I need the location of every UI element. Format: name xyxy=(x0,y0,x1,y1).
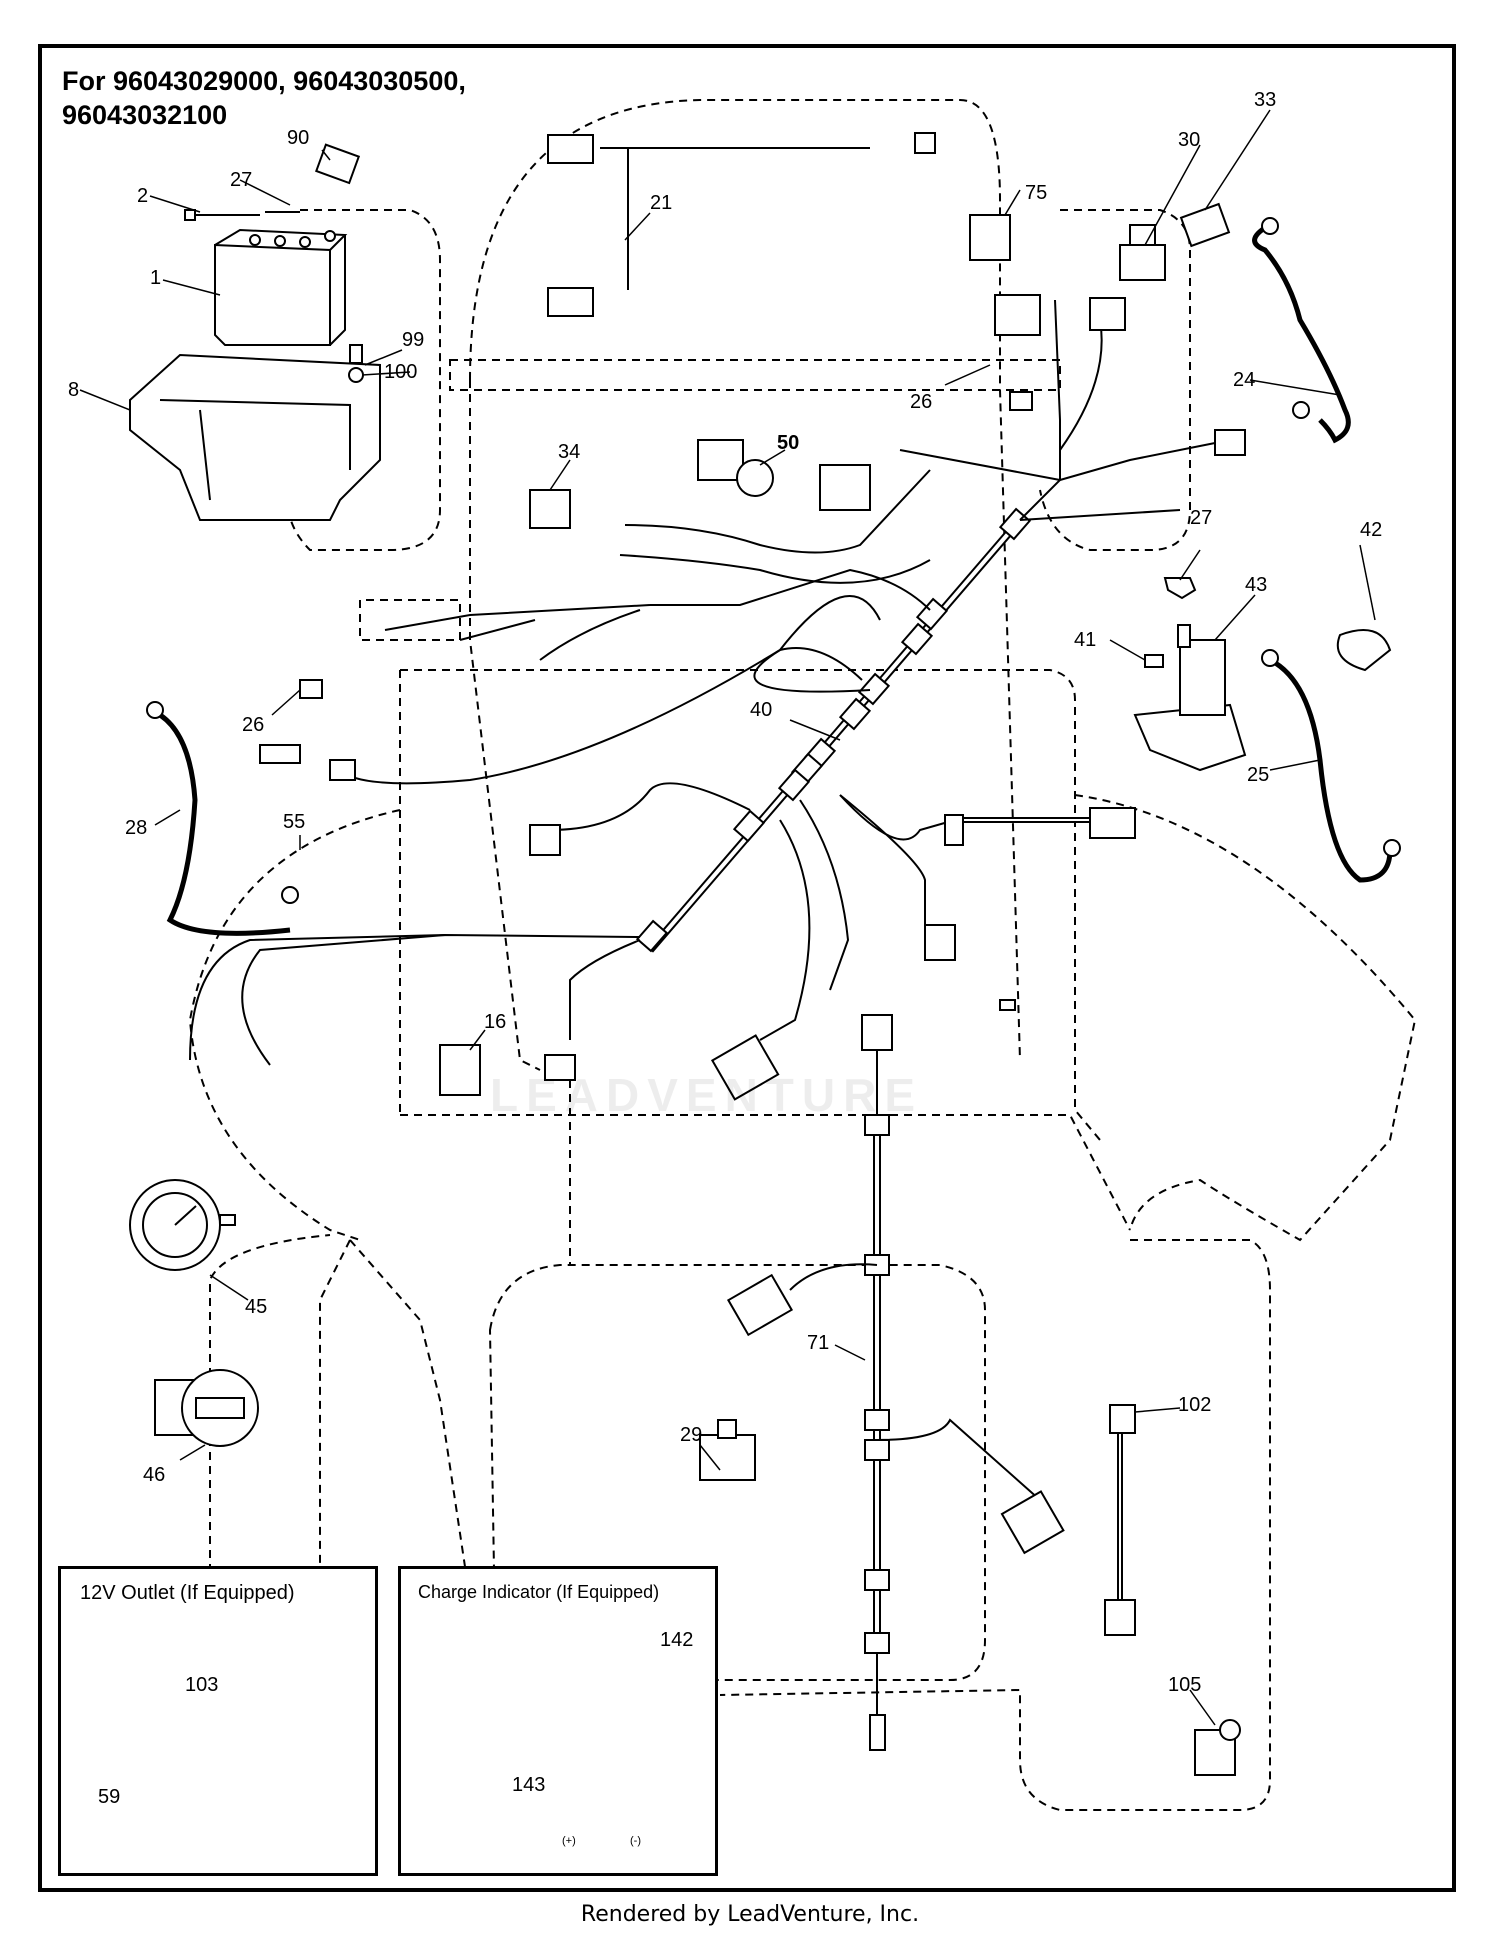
callout-103: 103 xyxy=(185,1674,219,1696)
ignition-switch-30 xyxy=(1119,244,1166,281)
starter-area-outline xyxy=(1039,209,1191,551)
ignition-relay-75 xyxy=(969,214,1011,261)
diagram-title: For 96043029000, 96043030500, 9604303210… xyxy=(62,66,466,130)
callout-26-lower: 26 xyxy=(242,714,265,736)
callout-105: 105 xyxy=(1168,1674,1202,1696)
polarity-plus: (+) xyxy=(562,1835,576,1847)
battery-cable-25 xyxy=(1268,657,1393,883)
callout-42: 42 xyxy=(1360,519,1383,541)
inset-charge-indicator xyxy=(398,1566,718,1876)
inset-12v-outlet-title: 12V Outlet (If Equipped) xyxy=(80,1582,295,1604)
relay-16 xyxy=(439,1044,481,1096)
callout-59: 59 xyxy=(98,1786,121,1808)
callout-41: 41 xyxy=(1074,629,1097,651)
battery-tray-8 xyxy=(129,353,381,521)
callout-34: 34 xyxy=(558,441,581,463)
callout-28: 28 xyxy=(125,817,148,839)
inset-12v-outlet xyxy=(58,1566,378,1876)
solenoid-105 xyxy=(1194,1729,1236,1776)
mid-frame-outline xyxy=(400,669,1101,1141)
right-fender-outline xyxy=(1074,794,1417,1242)
callout-142: 142 xyxy=(660,1629,694,1651)
callout-1: 1 xyxy=(150,267,162,289)
battery-cover-90 xyxy=(315,143,361,185)
callout-29: 29 xyxy=(680,1424,703,1446)
battery-area-outline xyxy=(286,209,441,551)
callout-8: 8 xyxy=(68,379,80,401)
callout-43: 43 xyxy=(1245,574,1268,596)
battery-1 xyxy=(214,243,331,346)
callout-55: 55 xyxy=(283,811,306,833)
callout-30: 30 xyxy=(1178,129,1201,151)
callout-75: 75 xyxy=(1025,182,1048,204)
left-strut-outline xyxy=(319,1239,351,1580)
seat-switch-29 xyxy=(699,1434,756,1481)
tractor-outline-hood-left xyxy=(469,380,541,1071)
callout-100: 100 xyxy=(384,361,418,383)
tractor-outline-hood xyxy=(469,99,1021,1061)
callout-27-solenoid: 27 xyxy=(1190,507,1213,529)
footer-credit: Rendered by LeadVenture, Inc. xyxy=(580,1902,920,1927)
key-33 xyxy=(1179,202,1231,248)
rear-right-outline xyxy=(719,1239,1271,1811)
callout-26-upper: 26 xyxy=(910,391,933,413)
polarity-minus: (-) xyxy=(630,1835,641,1847)
inset-charge-indicator-title: Charge Indicator (If Equipped) xyxy=(418,1582,660,1602)
callout-27-battery: 27 xyxy=(230,169,253,191)
left-strut-outline-2 xyxy=(349,1239,471,1601)
pto-switch-34 xyxy=(529,489,571,529)
callout-99: 99 xyxy=(402,329,425,351)
callout-46: 46 xyxy=(143,1464,166,1486)
terminal-boot-42 xyxy=(1336,629,1392,672)
left-fender-outline xyxy=(188,809,401,1241)
callout-50: 50 xyxy=(777,432,800,454)
rear-left-outline xyxy=(209,1234,331,1600)
callout-102: 102 xyxy=(1178,1394,1212,1416)
tractor-outline-seat-band xyxy=(449,359,1061,391)
watermark: LEADVENTURE xyxy=(490,1069,924,1121)
callout-21: 21 xyxy=(650,192,673,214)
callout-40: 40 xyxy=(750,699,773,721)
callout-16: 16 xyxy=(484,1011,507,1033)
callout-25: 25 xyxy=(1247,764,1270,786)
callout-33: 33 xyxy=(1254,89,1277,111)
battery-cable-24 xyxy=(1252,219,1351,444)
callout-2: 2 xyxy=(137,185,149,207)
callout-71: 71 xyxy=(807,1332,830,1354)
callout-45: 45 xyxy=(245,1296,268,1318)
callout-24: 24 xyxy=(1233,369,1256,391)
callout-90: 90 xyxy=(287,127,310,149)
callout-143: 143 xyxy=(512,1774,546,1796)
headlight-switch-50 xyxy=(697,439,744,481)
lower-frame-outline xyxy=(400,1114,1131,1231)
ground-cable-28 xyxy=(153,709,291,936)
